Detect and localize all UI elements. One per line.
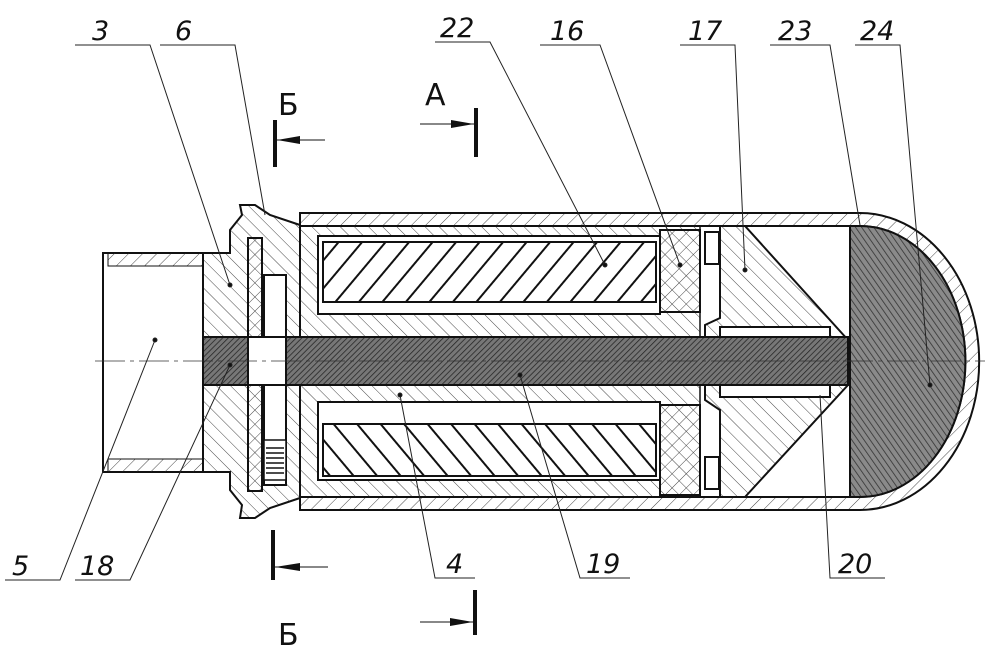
slot-lower <box>704 456 720 490</box>
part-5-tube <box>102 252 204 473</box>
section-marker-b-top <box>273 120 325 167</box>
section-label-a-top: А <box>425 78 446 113</box>
part-16-upper <box>659 229 701 313</box>
label-20: 20 <box>838 549 872 580</box>
slot-upper <box>704 231 720 265</box>
label-23: 23 <box>778 16 812 47</box>
section-marker-b-bottom <box>271 530 477 635</box>
part-16-lower <box>659 404 701 496</box>
part-24-dome-fill <box>849 225 967 498</box>
label-16: 16 <box>550 16 584 47</box>
label-3: 3 <box>92 16 109 47</box>
label-17: 17 <box>688 16 722 47</box>
label-22: 22 <box>440 13 474 44</box>
label-6: 6 <box>175 16 192 47</box>
label-24: 24 <box>860 16 894 47</box>
part-22-coil-upper <box>317 235 661 315</box>
label-19: 19 <box>586 549 620 580</box>
coil-lower <box>317 401 661 481</box>
section-marker-a-top <box>420 108 478 157</box>
label-4: 4 <box>446 549 463 580</box>
label-5: 5 <box>12 551 29 582</box>
leader-lines <box>5 41 933 581</box>
section-label-b-bottom: Б <box>278 618 299 653</box>
spring-icon <box>263 439 287 481</box>
section-label-b-top: Б <box>278 88 299 123</box>
label-18: 18 <box>80 551 114 582</box>
